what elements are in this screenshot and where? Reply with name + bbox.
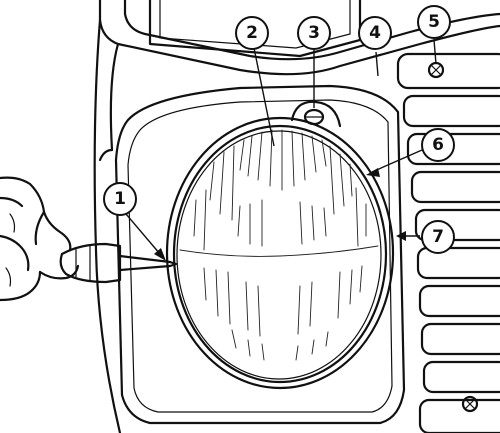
leader-lines: [125, 39, 437, 261]
callout-7: 7: [421, 220, 455, 254]
callout-4-label: 4: [369, 23, 381, 43]
headlamp-lens: [176, 129, 382, 380]
headlamp-recess: [114, 84, 406, 425]
callout-4: 4: [358, 16, 392, 50]
grille-screw-bottom: [461, 395, 479, 413]
hand: [0, 176, 80, 302]
headlamp-rim: [165, 116, 395, 390]
callout-5: 5: [417, 5, 451, 39]
upper-frame: [98, 0, 500, 76]
callout-6-label: 6: [432, 135, 444, 155]
callout-1: 1: [103, 182, 137, 216]
callout-2: 2: [235, 16, 269, 50]
callout-1-label: 1: [114, 189, 126, 209]
callout-3-label: 3: [308, 23, 320, 43]
grille-slats: [396, 52, 500, 433]
callout-5-label: 5: [428, 12, 440, 32]
body-panel: [93, 18, 122, 433]
adjusting-screw: [290, 100, 342, 128]
screwdriver: [59, 242, 178, 284]
callout-2-label: 2: [246, 23, 258, 43]
callout-6: 6: [421, 128, 455, 162]
callout-3: 3: [297, 16, 331, 50]
callout-7-label: 7: [432, 227, 444, 247]
grille-screw-top: [427, 61, 445, 79]
